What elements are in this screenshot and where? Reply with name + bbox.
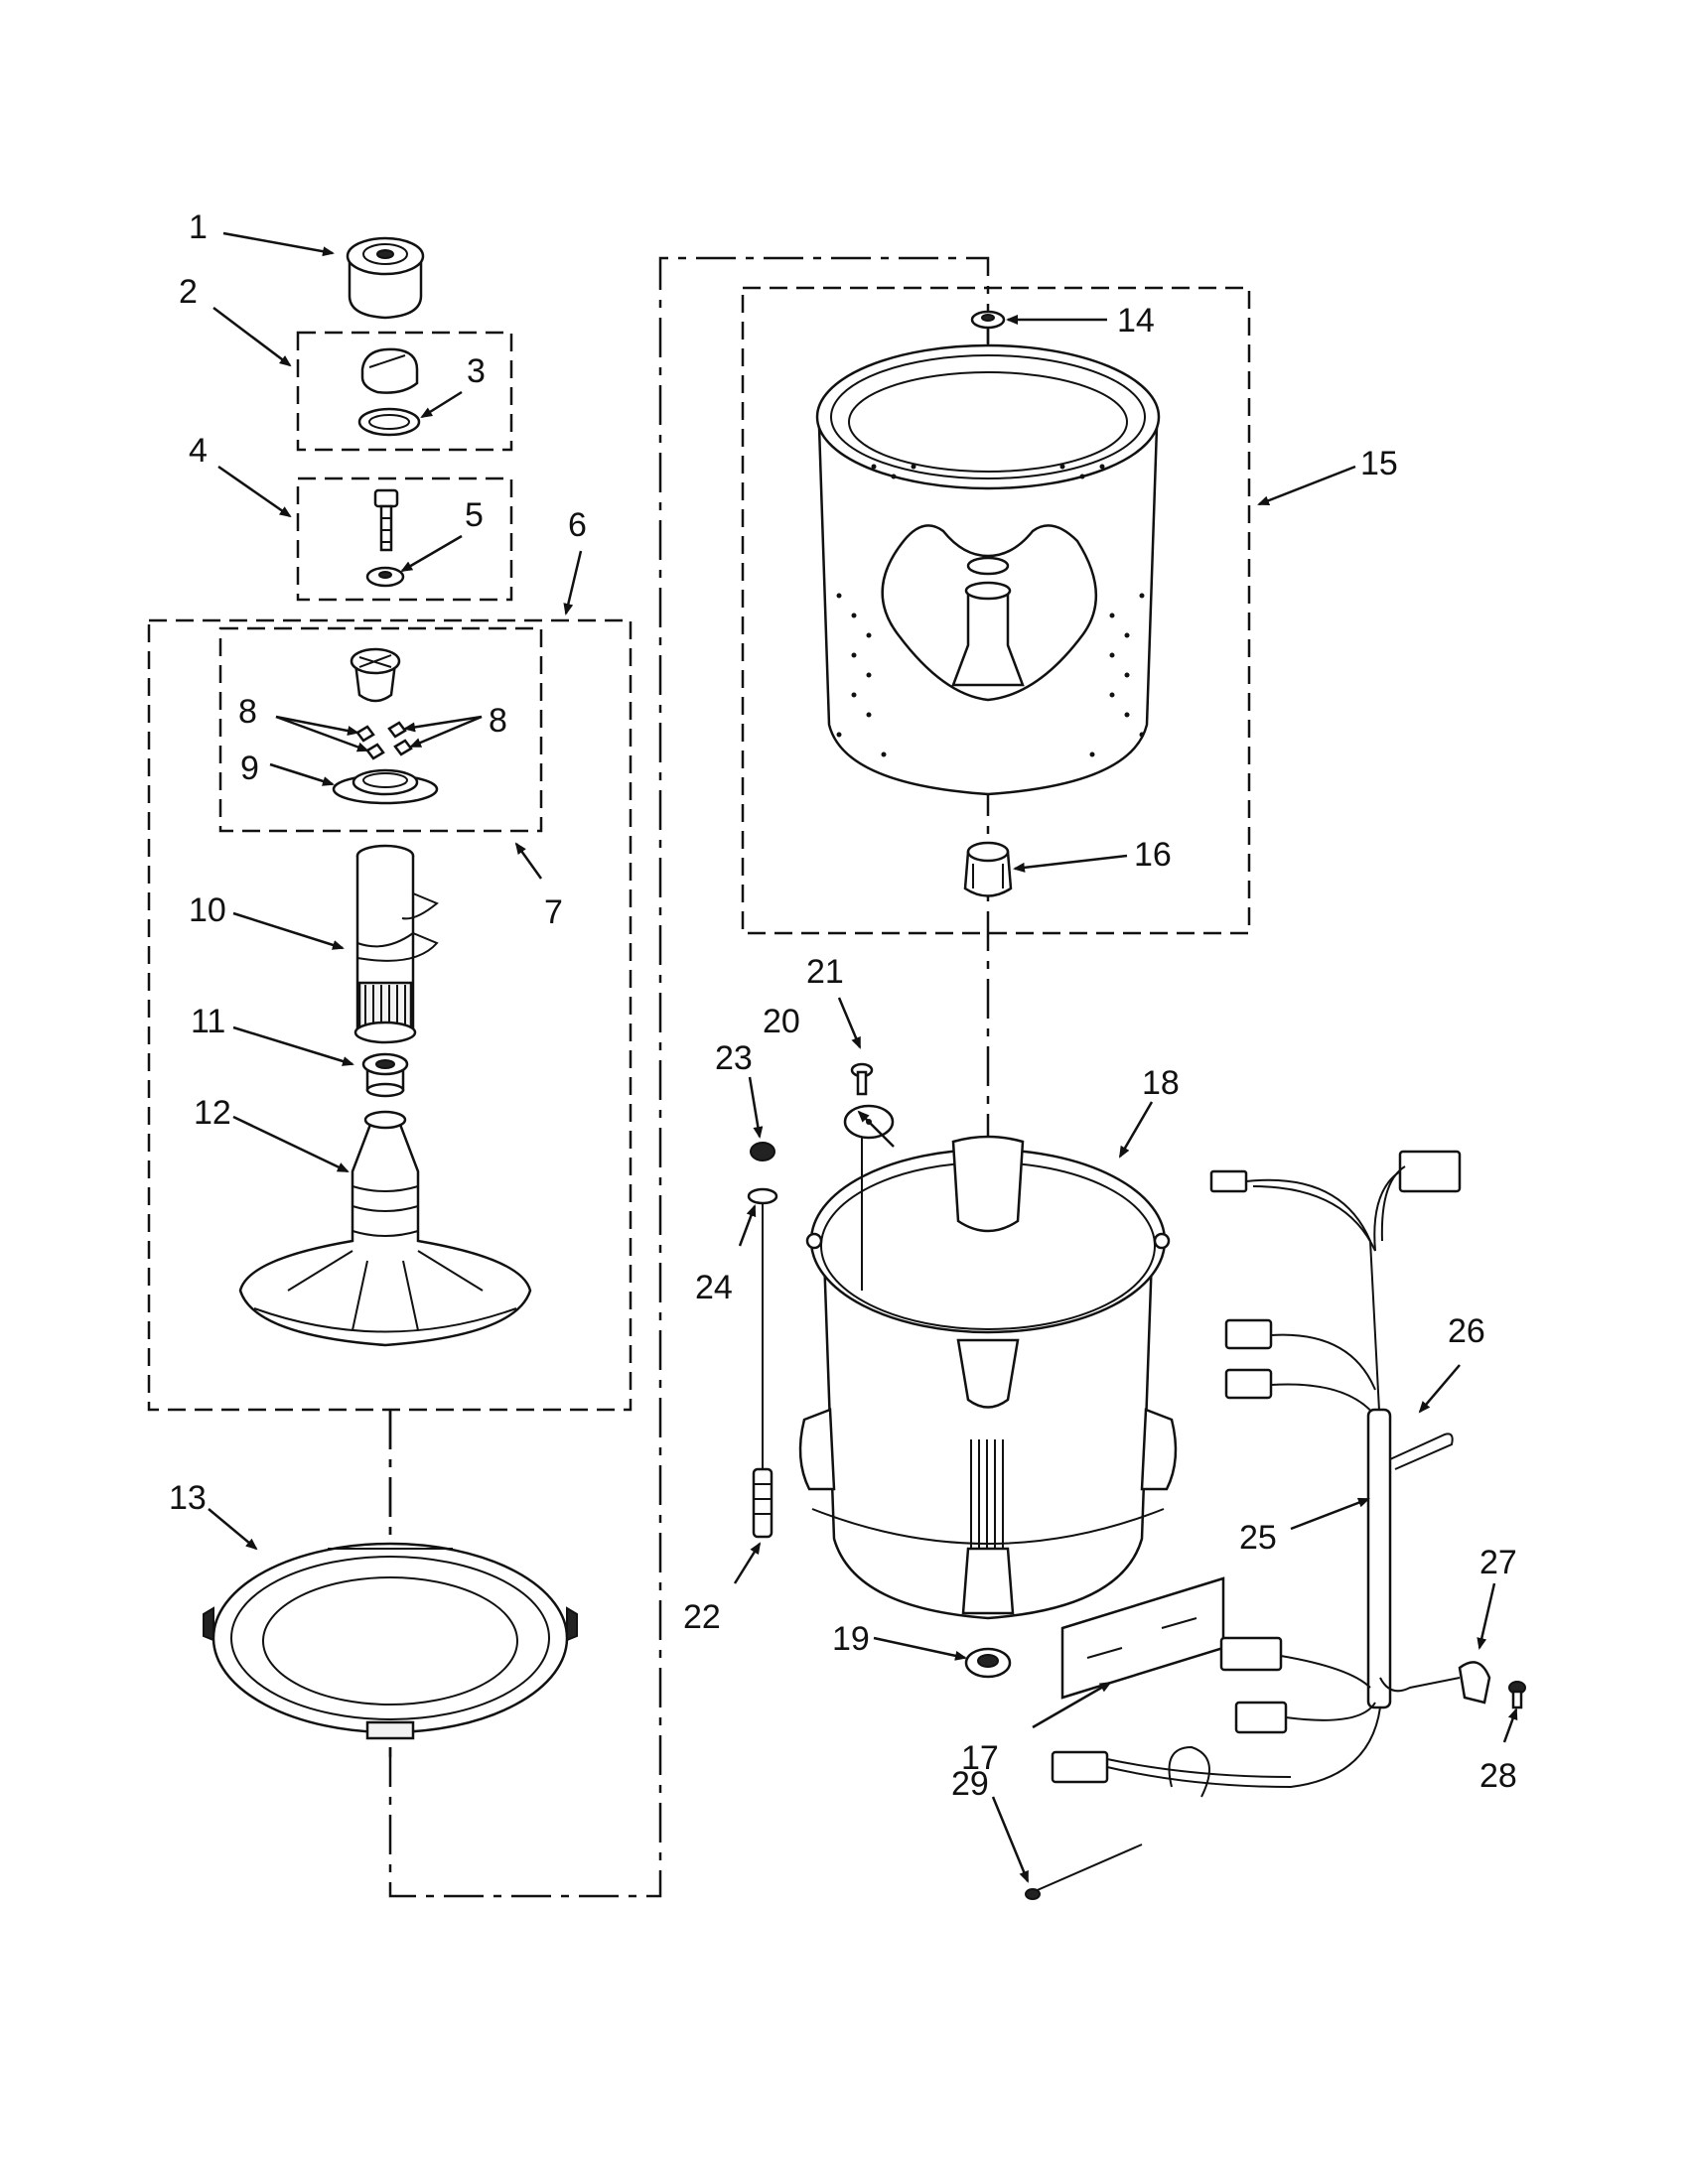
part-11-coupling xyxy=(361,1052,409,1098)
part-14-nut xyxy=(970,310,1006,330)
connector-bottom xyxy=(1051,1750,1109,1784)
callout-10: 10 xyxy=(189,891,226,929)
group-box-4-5 xyxy=(296,477,513,602)
connector-top-left xyxy=(1209,1169,1248,1193)
part-1-agitator-cap xyxy=(346,236,425,320)
part-3-ring xyxy=(357,407,421,437)
callout-labels: 1 2 3 4 5 6 7 8 8 9 10 11 12 13 14 15 16… xyxy=(169,208,1517,1803)
group-box-2-3 xyxy=(296,331,513,452)
callout-19: 19 xyxy=(832,1620,870,1658)
part-18-outer-tub xyxy=(798,1135,1178,1620)
part-12-agitator-base xyxy=(238,1110,532,1347)
callout-23: 23 xyxy=(715,1039,753,1077)
leader-lines xyxy=(208,231,1518,1883)
connector-mid-1 xyxy=(1224,1318,1273,1350)
callout-20: 20 xyxy=(763,1003,800,1040)
part-15-basket xyxy=(815,343,1161,796)
callout-25: 25 xyxy=(1239,1519,1277,1557)
connector-low-2 xyxy=(1234,1701,1288,1734)
part-13-balance-ring xyxy=(203,1542,578,1740)
callout-29: 29 xyxy=(951,1765,989,1803)
connector-low-1 xyxy=(1219,1636,1283,1672)
part-8-dogs xyxy=(355,721,413,760)
part-26-tube xyxy=(1389,1433,1454,1470)
part-9-dog-ring xyxy=(332,768,439,805)
callout-16: 16 xyxy=(1134,836,1172,874)
callout-4: 4 xyxy=(189,432,208,470)
callout-12: 12 xyxy=(194,1094,231,1132)
connector-mid-2 xyxy=(1224,1368,1273,1400)
part-27-clamp xyxy=(1458,1661,1491,1705)
callout-14: 14 xyxy=(1117,302,1155,340)
part-2-cam xyxy=(360,347,419,394)
callout-27: 27 xyxy=(1479,1544,1517,1581)
group-box-15 xyxy=(741,286,1251,935)
part-21-screw xyxy=(850,1062,874,1096)
callout-5: 5 xyxy=(465,496,484,534)
callout-7: 7 xyxy=(544,893,563,931)
callout-1: 1 xyxy=(189,208,208,246)
group-box-7 xyxy=(218,626,543,833)
callout-22: 22 xyxy=(683,1598,721,1636)
part-16-drive-hub xyxy=(963,841,1013,897)
part-7-dog-hub xyxy=(350,647,401,703)
part-28-screw xyxy=(1508,1681,1526,1709)
harness-sleeve xyxy=(1366,1408,1392,1709)
callout-21: 21 xyxy=(806,953,844,991)
part-19-bearing xyxy=(964,1647,1012,1679)
part-5-washer xyxy=(365,566,405,588)
callout-3: 3 xyxy=(467,352,486,390)
callout-26: 26 xyxy=(1448,1312,1485,1350)
callout-15: 15 xyxy=(1360,445,1398,482)
assembly-route-line xyxy=(388,256,990,1898)
callout-24: 24 xyxy=(695,1269,733,1306)
part-29-cable-tie xyxy=(1025,1843,1143,1900)
part-10-auger xyxy=(353,844,439,1044)
part-4-bolt xyxy=(373,488,399,552)
callout-8-left: 8 xyxy=(238,693,257,731)
part-23-cap xyxy=(750,1142,775,1161)
callout-11: 11 xyxy=(191,1003,225,1040)
callout-28: 28 xyxy=(1479,1757,1517,1795)
part-24-cup xyxy=(747,1187,778,1236)
callout-17: 17 xyxy=(961,1739,999,1777)
callout-8-right: 8 xyxy=(489,702,507,740)
part-22-damper-rod xyxy=(752,1236,774,1539)
callout-2: 2 xyxy=(179,273,198,311)
callout-9: 9 xyxy=(240,750,259,787)
part-25-wire-harness xyxy=(1051,1150,1462,1798)
connector-top-right xyxy=(1398,1150,1462,1193)
callout-13: 13 xyxy=(169,1479,207,1517)
callout-18: 18 xyxy=(1142,1064,1180,1102)
callout-6: 6 xyxy=(568,506,587,544)
